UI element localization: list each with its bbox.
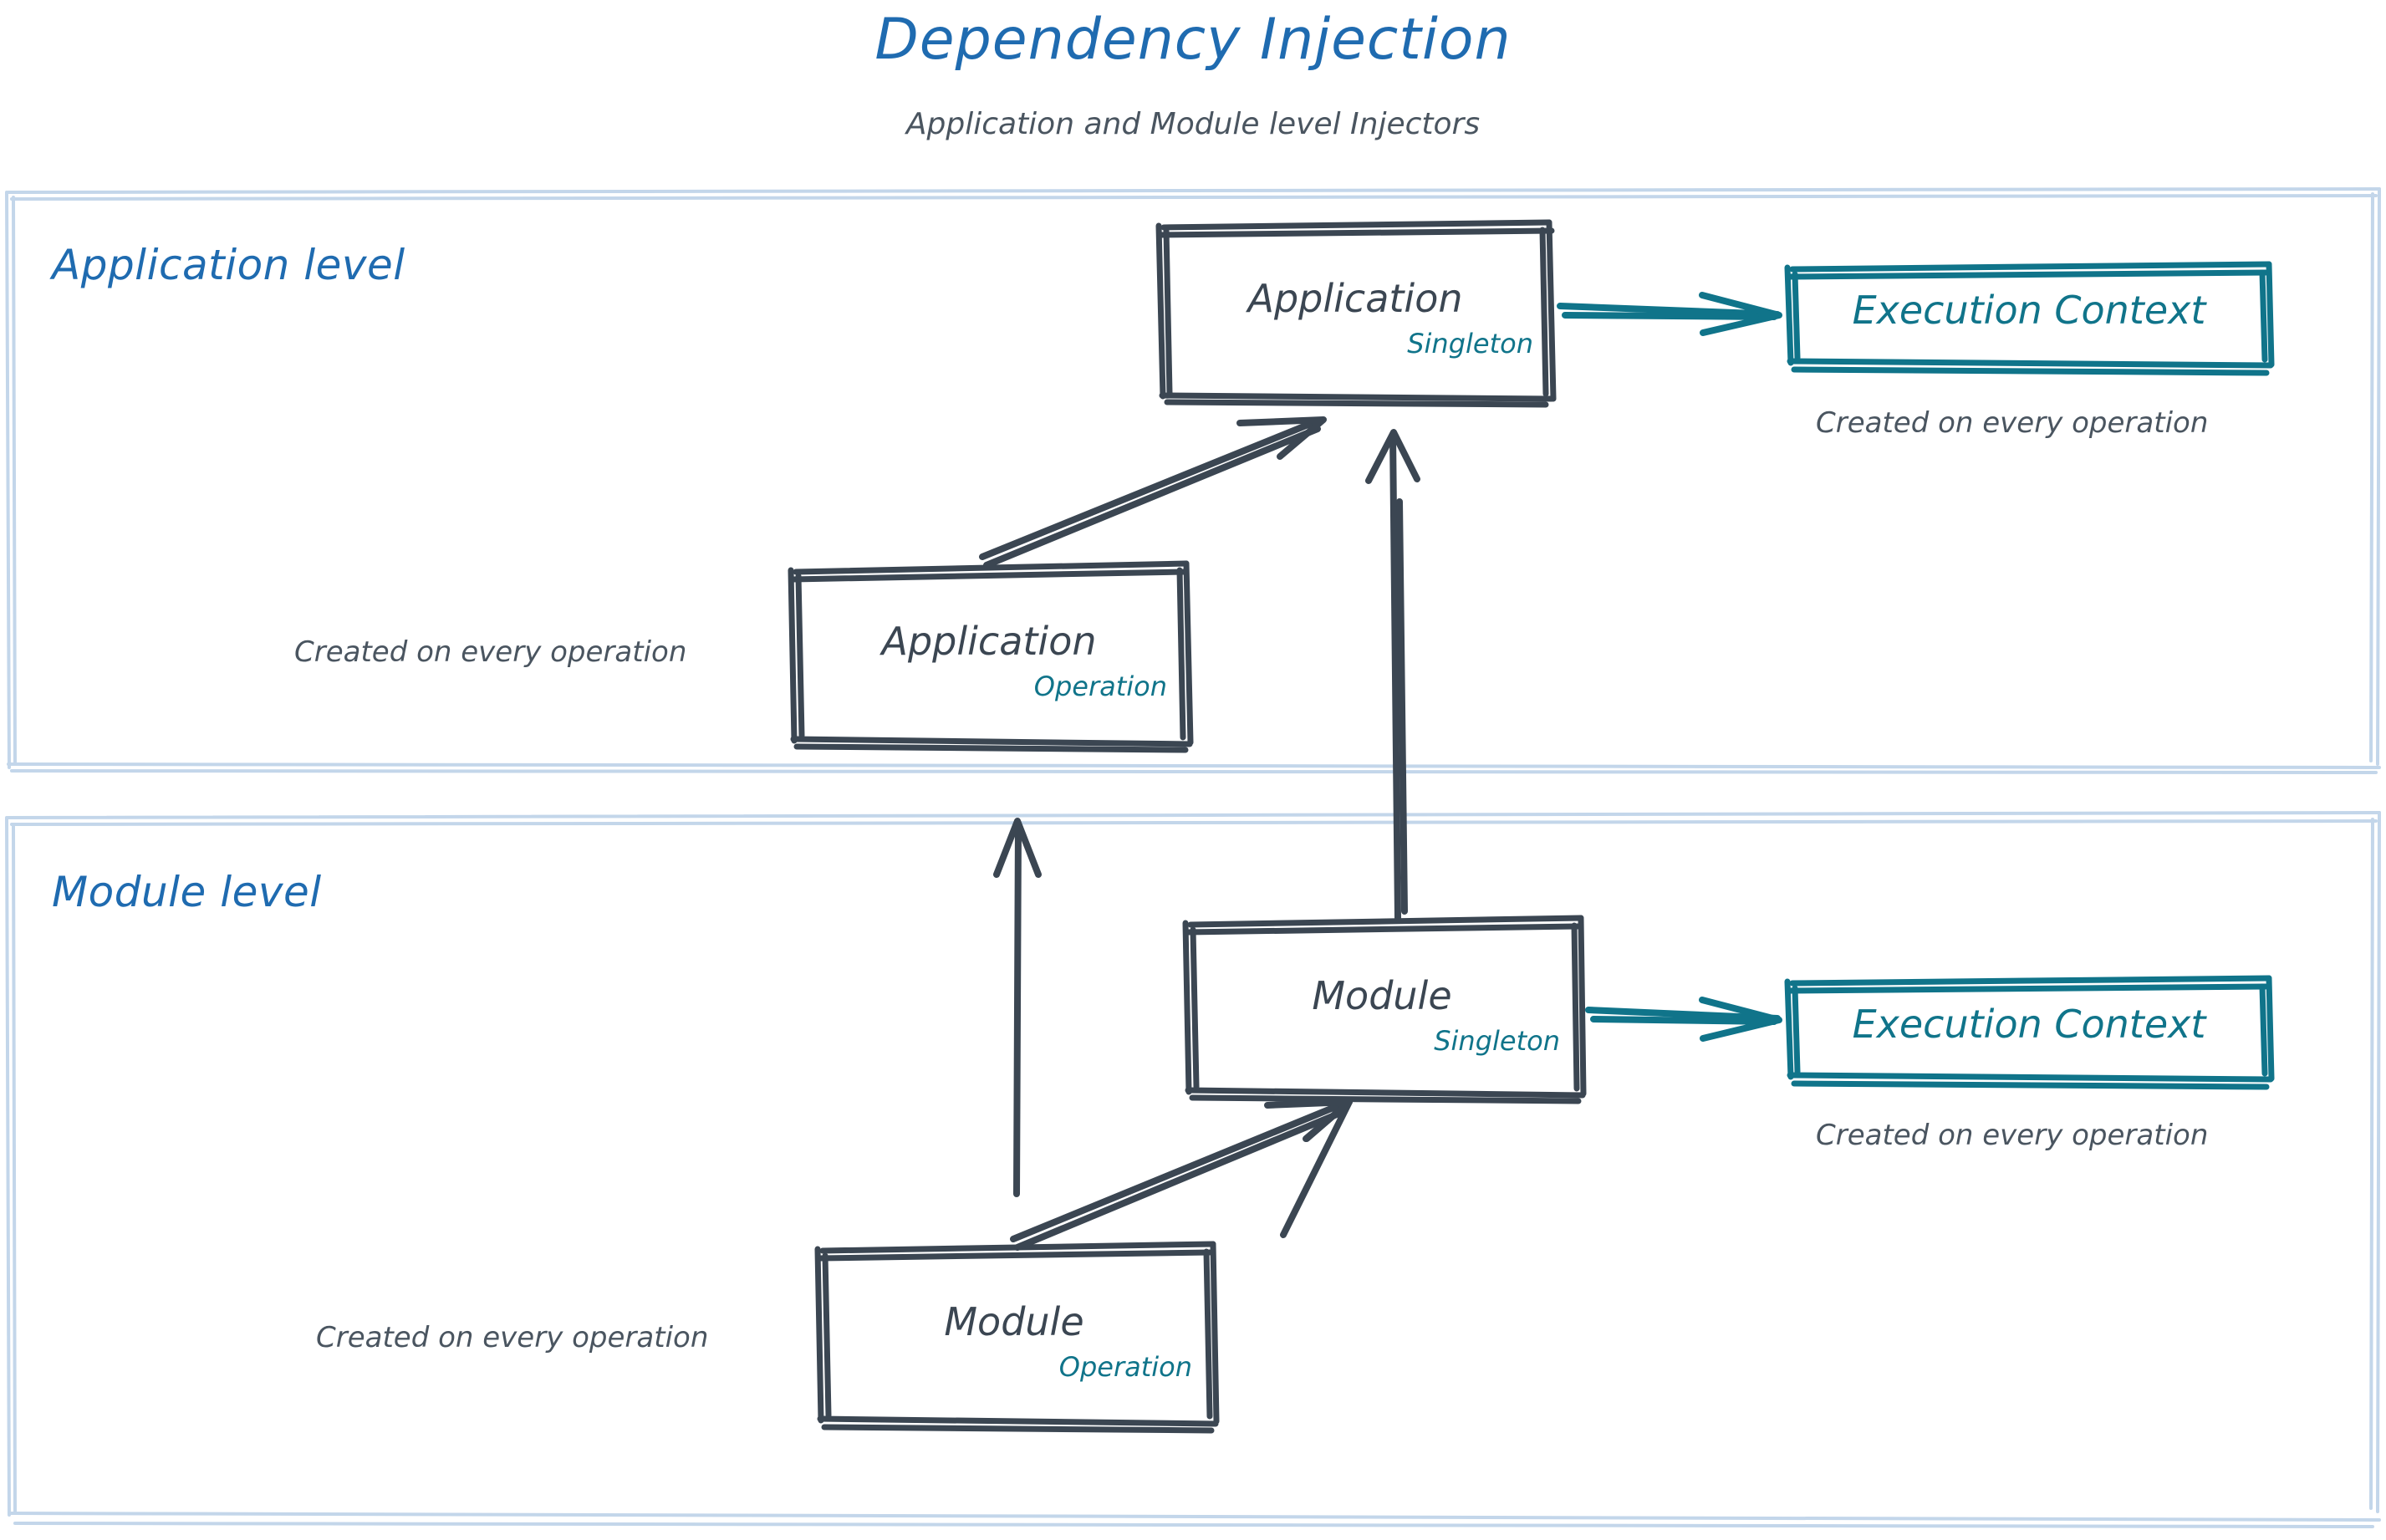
- node-badge-application-operation: Operation: [1033, 671, 1167, 702]
- execution-context-label-application: Execution Context: [1852, 288, 2206, 333]
- group-label-module-level: Module level: [52, 868, 322, 916]
- caption-module-operation: Created on every operation: [316, 1321, 709, 1354]
- execution-context-application[interactable]: Execution Context: [1787, 266, 2271, 366]
- page-title: Dependency Injection: [874, 7, 1512, 73]
- node-application-operation[interactable]: Application Operation: [793, 567, 1185, 741]
- node-badge-module-operation: Operation: [1058, 1351, 1192, 1383]
- arrow-application-operation-to-singleton: [979, 416, 1327, 569]
- node-title-module-operation: Module: [944, 1299, 1084, 1344]
- caption-application-operation: Created on every operation: [294, 635, 687, 669]
- arrow-module-singleton-to-application-singleton: [1365, 429, 1420, 921]
- execution-context-module[interactable]: Execution Context: [1787, 980, 2271, 1080]
- execution-context-label-module: Execution Context: [1852, 1002, 2206, 1047]
- caption-execution-context-application: Created on every operation: [1816, 406, 2209, 440]
- group-label-application-level: Application level: [52, 241, 405, 289]
- node-module-operation[interactable]: Module Operation: [818, 1247, 1211, 1421]
- node-module-singleton[interactable]: Module Singleton: [1185, 921, 1578, 1095]
- node-badge-application-singleton: Singleton: [1407, 328, 1533, 360]
- node-title-module-singleton: Module: [1312, 973, 1452, 1018]
- arrow-module-operation-to-singleton: [1010, 1099, 1353, 1251]
- node-application-singleton[interactable]: Application Singleton: [1159, 224, 1552, 398]
- arrow-module-operation-to-application-operation: [993, 818, 1042, 1197]
- caption-execution-context-module: Created on every operation: [1816, 1119, 2209, 1152]
- arrow-application-to-execution-context: [1557, 292, 1782, 336]
- node-badge-module-singleton: Singleton: [1434, 1025, 1560, 1057]
- node-title-application-operation: Application: [881, 619, 1097, 664]
- arrow-module-to-execution-context: [1585, 997, 1782, 1042]
- node-title-application-singleton: Application: [1247, 276, 1463, 321]
- page-subtitle: Application and Module level Injectors: [905, 107, 1481, 141]
